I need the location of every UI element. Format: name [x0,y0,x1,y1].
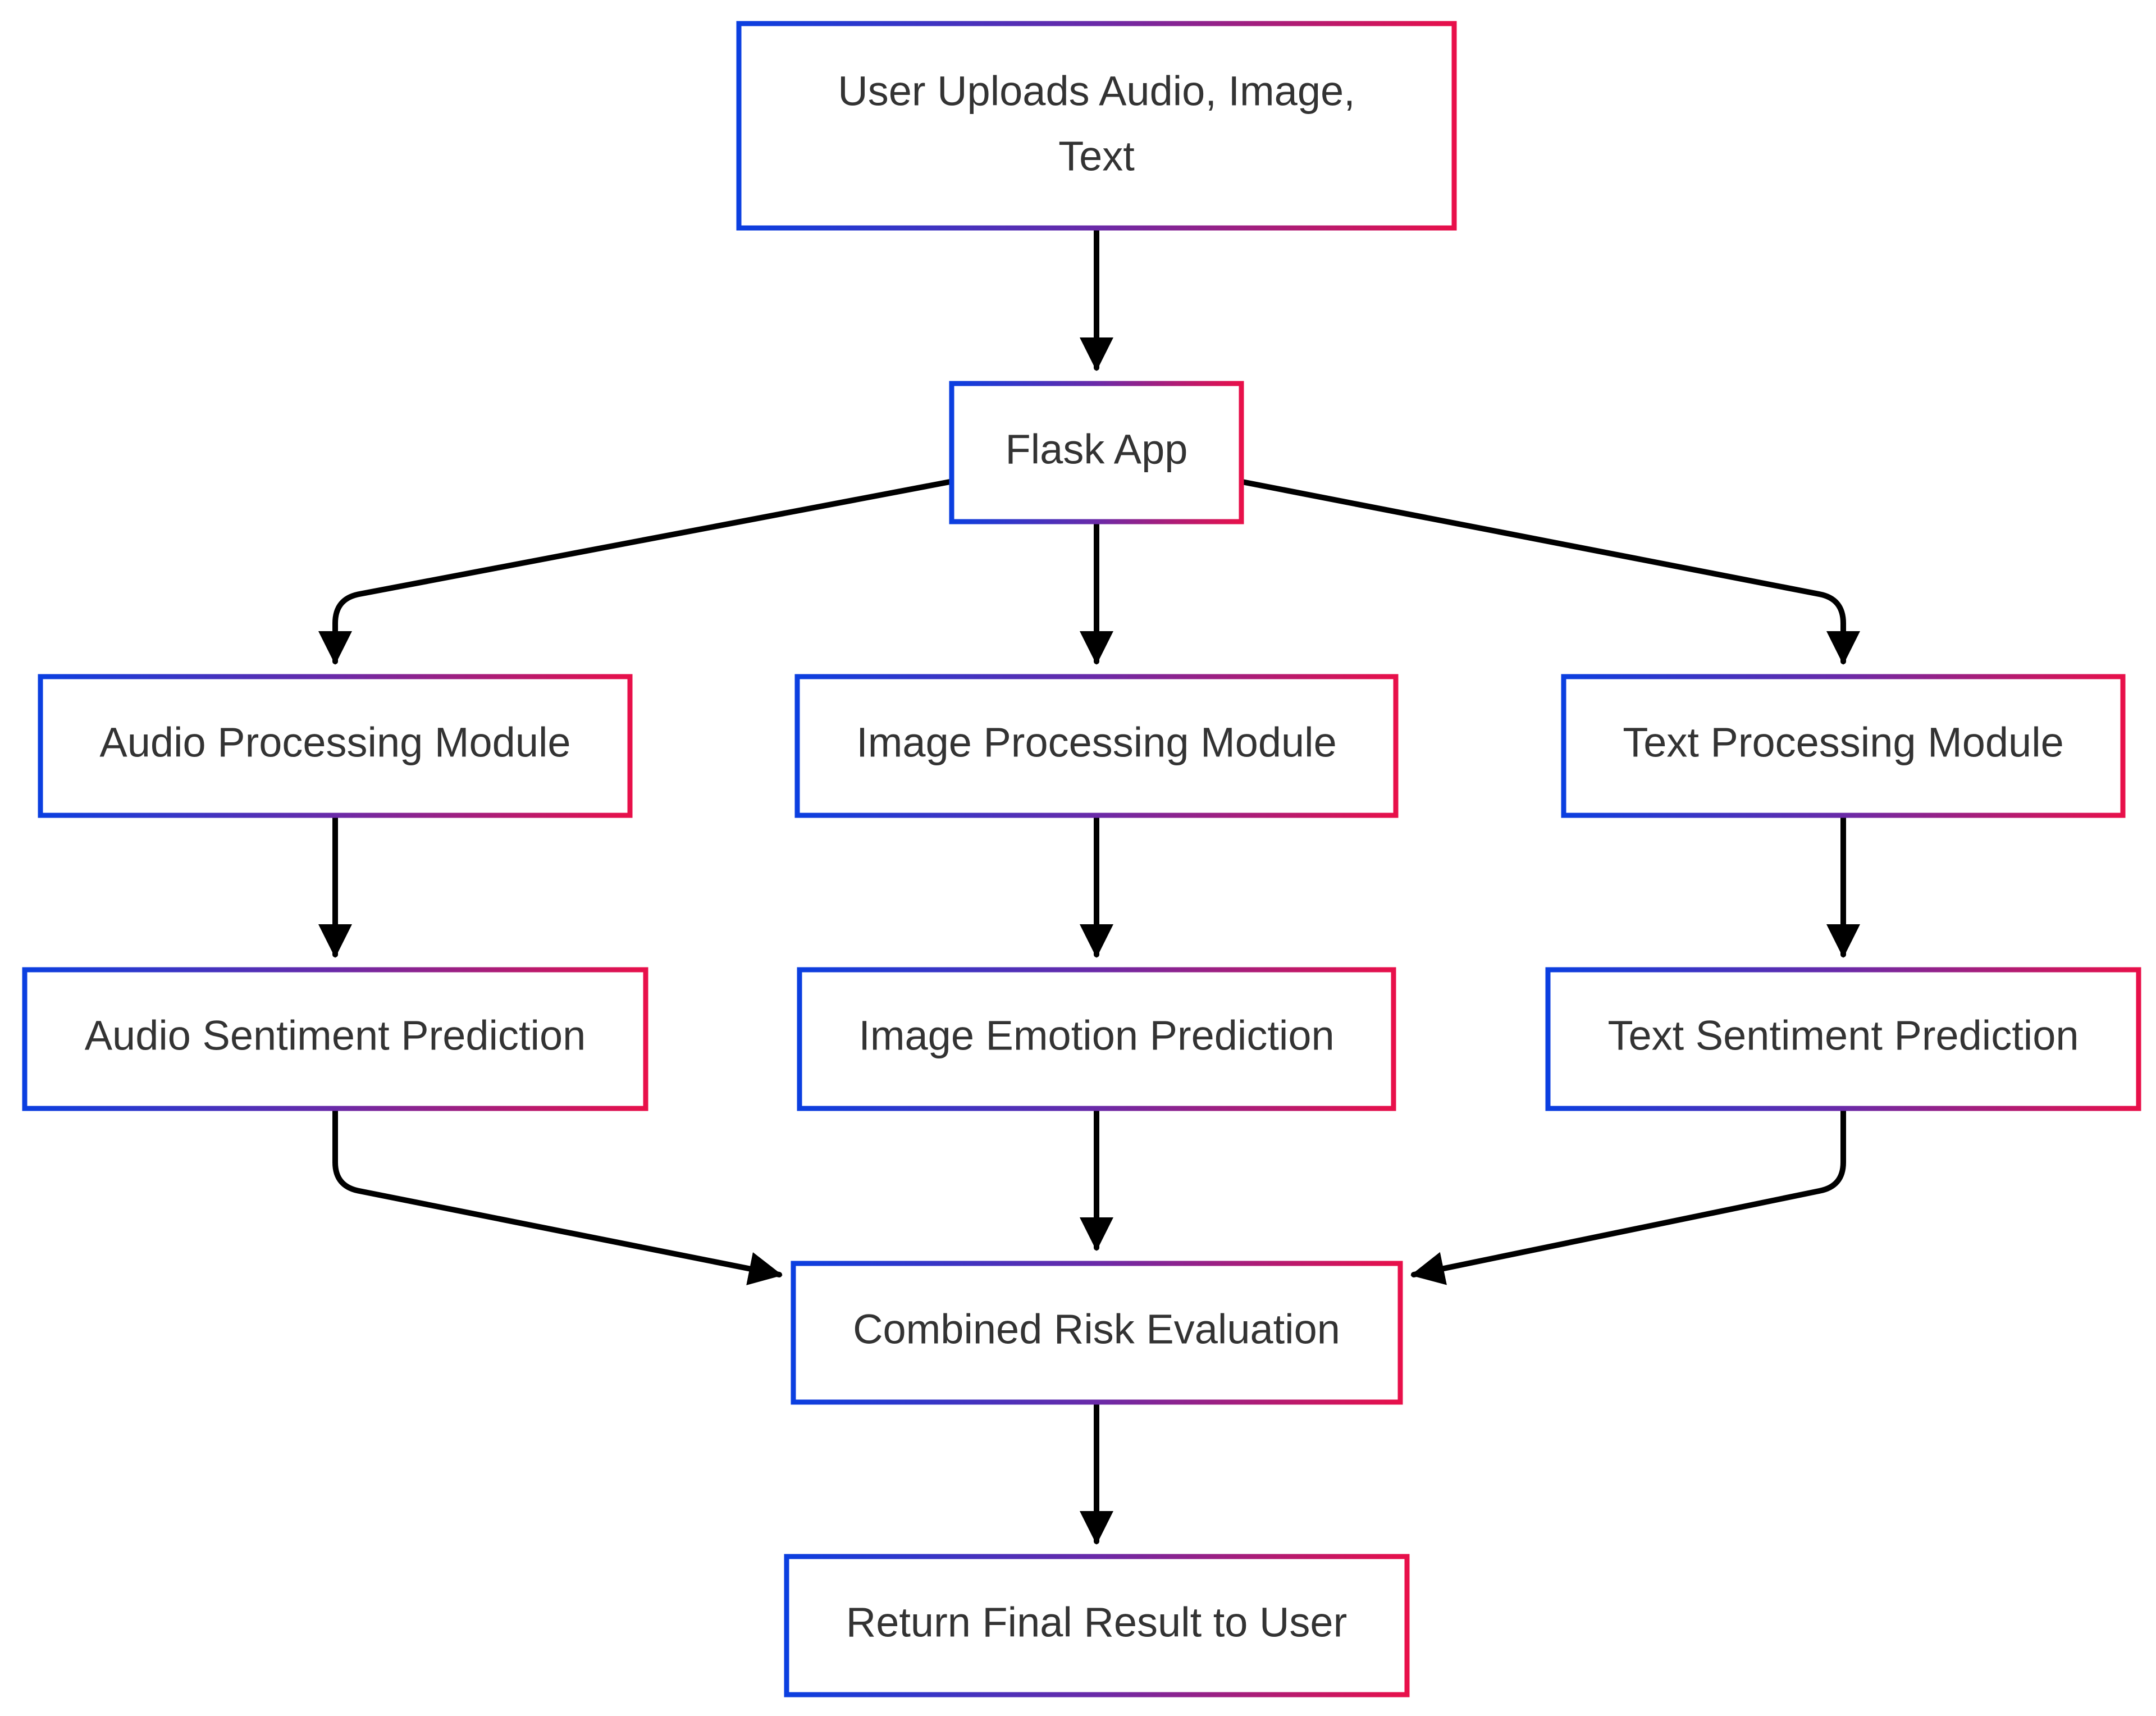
node-box [784,1554,1410,1697]
node-audio-sentiment-prediction: Audio Sentiment Prediction [22,967,648,1111]
node-user-uploads: User Uploads Audio, Image, Text [736,21,1457,231]
node-box [791,1261,1403,1405]
node-label: Audio Processing Module [99,719,570,766]
node-box [38,674,633,818]
node-image-processing-module: Image Processing Module [794,674,1399,818]
node-box [1561,674,2126,818]
node-text-processing-module: Text Processing Module [1561,674,2126,818]
node-label: Text Processing Module [1623,719,2064,766]
node-box [1545,967,2141,1111]
node-label: Combined Risk Evaluation [853,1306,1340,1353]
node-label: User Uploads Audio, Image, [838,68,1355,115]
edge-flask-to-audio-module [318,479,953,665]
node-label: Image Emotion Prediction [858,1012,1334,1059]
node-label: Return Final Result to User [846,1599,1347,1646]
node-return-final-result: Return Final Result to User [784,1554,1410,1697]
node-label: Image Processing Module [856,719,1337,766]
edge-audio-prediction-to-combined [332,1108,783,1285]
node-image-emotion-prediction: Image Emotion Prediction [797,967,1396,1111]
node-box [794,674,1399,818]
edge-text-prediction-to-combined [1410,1108,1846,1285]
node-audio-processing-module: Audio Processing Module [38,674,633,818]
edges [318,227,1860,1545]
node-box [736,21,1457,231]
edge-flask-to-text-module [1239,479,1860,665]
node-combined-risk-evaluation: Combined Risk Evaluation [791,1261,1403,1405]
node-box [22,967,648,1111]
node-label: Flask App [1006,426,1188,473]
node-flask-app: Flask App [949,381,1244,524]
node-label: Text Sentiment Prediction [1607,1012,2079,1059]
node-label: Text [1058,133,1135,180]
node-label: Audio Sentiment Prediction [85,1012,586,1059]
node-box [949,381,1244,524]
node-text-sentiment-prediction: Text Sentiment Prediction [1545,967,2141,1111]
node-box [797,967,1396,1111]
